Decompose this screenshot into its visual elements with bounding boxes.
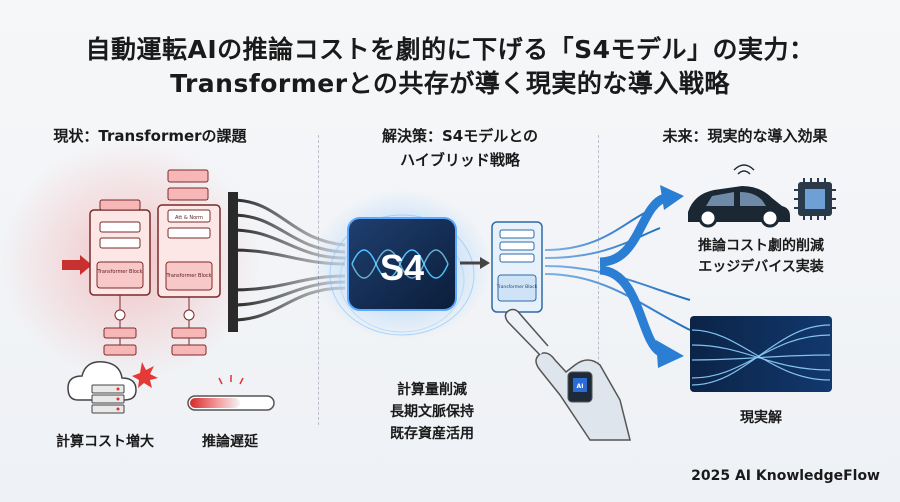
arrow-down-right [599,265,684,368]
robot-hand-icon: AI [504,308,631,441]
effect-3: 現実解 [740,410,782,426]
divider-right [598,135,599,425]
latency-label: 推論遅延 [202,434,258,450]
middle-heading-line-2: ハイブリッド戦略 [400,151,520,169]
benefit-1: 計算量削減 [397,382,467,398]
small-block-label: Transformer Block [496,284,538,290]
flow-panel [690,316,832,392]
small-transformer-block: Transformer Block [491,221,543,313]
transformer-stack-2: Att & Norm Transformer Block [157,169,221,356]
effect-2: エッジデバイス実装 [698,259,824,275]
transformer-stack-1: Transformer Block [89,199,151,356]
block1-label: Transformer Block [96,269,142,275]
block2-label: Transformer Block [165,273,211,279]
car-icon [688,164,790,228]
cost-label: 計算コスト増大 [56,434,154,450]
latency-bar [187,395,275,411]
blue-flow-lines [544,209,691,331]
title-line-2: Transformerとの共存が導く現実的な導入戦略 [170,69,730,98]
right-heading: 未来：現実的な導入効果 [662,127,828,145]
s4-block [347,217,457,311]
benefit-3: 既存資産活用 [390,426,474,442]
cloud-server-icon [67,361,137,414]
middle-heading-line-1: 解決策：S4モデルとの [381,127,539,145]
signal-lines-icon [218,375,244,385]
arrow-up-right [599,185,684,267]
s4-label: S4 [380,247,424,288]
title-line-1: 自動運転AIの推論コストを劇的に下げる「S4モデル」の実力： [85,35,815,64]
block2-small-label: Att & Norm [175,215,203,221]
flow-bundle-start [228,192,238,332]
effect-1: 推論コスト劇的削減 [698,238,824,254]
chip-icon [794,178,836,220]
warning-burst-icon [132,362,158,388]
benefit-2: 長期文脈保持 [390,404,474,420]
arrow-to-transformer [460,257,490,269]
footer-credit: 2025 AI KnowledgeFlow [691,468,880,484]
s4-wave-icon [351,249,449,279]
svg-text:AI: AI [577,383,584,390]
input-arrow-icon [62,255,92,275]
left-heading: 現状：Transformerの課題 [53,127,247,145]
